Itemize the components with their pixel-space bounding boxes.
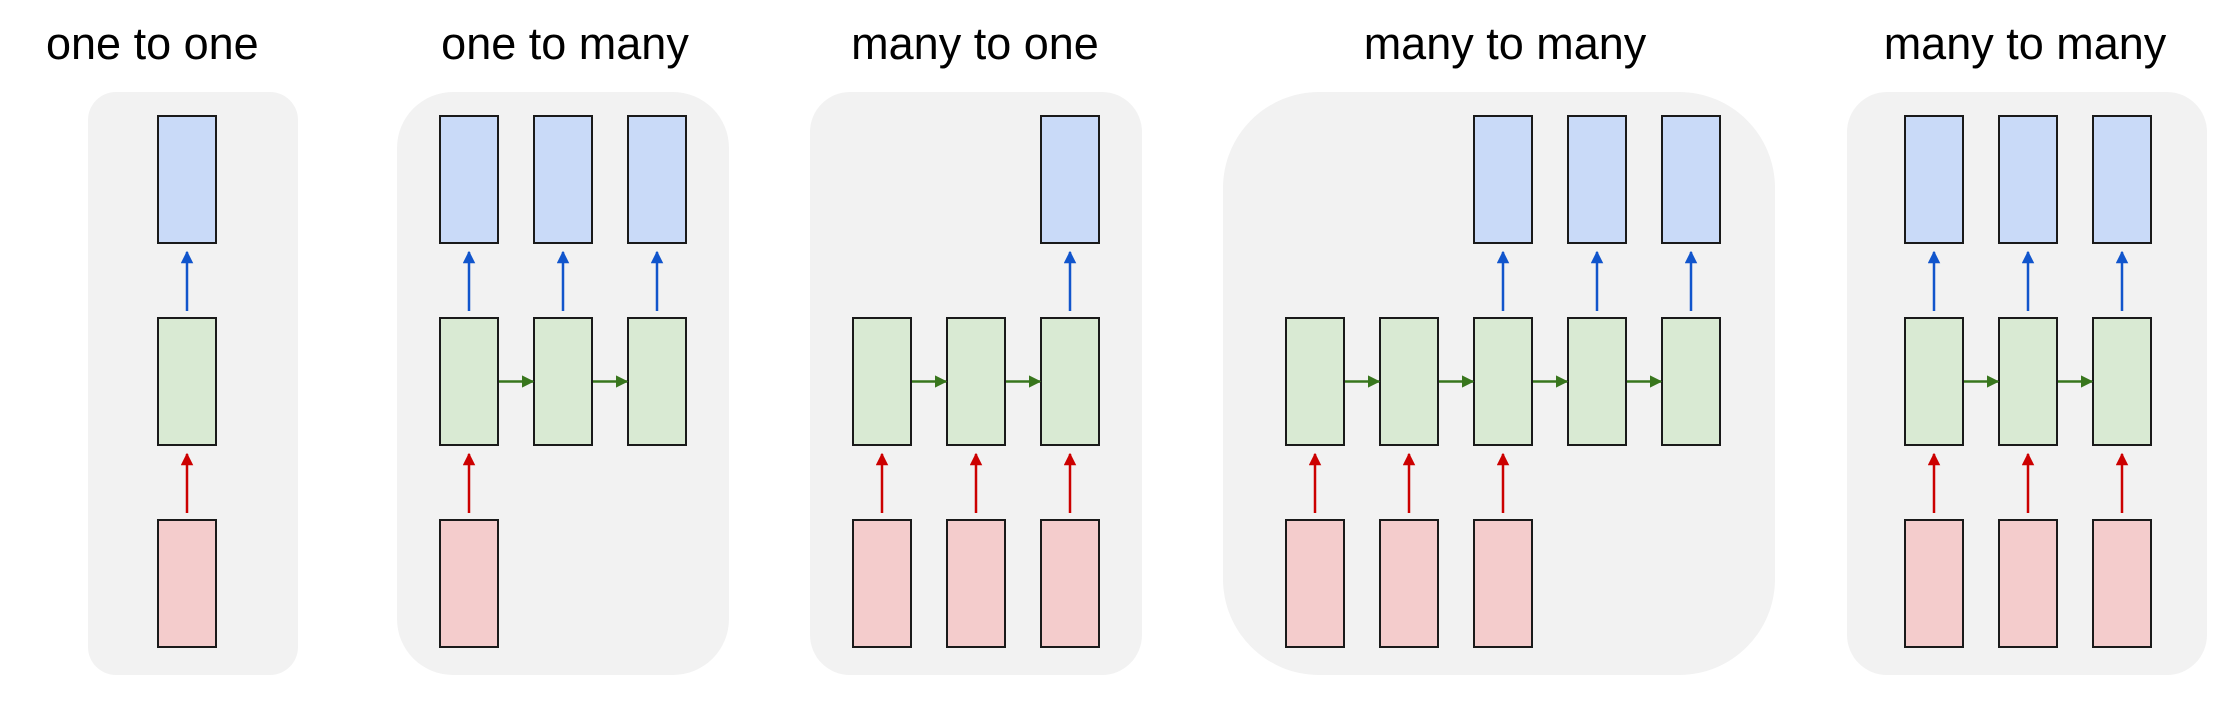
input-box bbox=[1473, 519, 1533, 648]
output-box bbox=[2092, 115, 2152, 244]
output-box bbox=[1661, 115, 1721, 244]
output-box bbox=[1040, 115, 1100, 244]
output-box bbox=[1567, 115, 1627, 244]
input-box bbox=[439, 519, 499, 648]
hidden-state-box bbox=[946, 317, 1006, 446]
input-box bbox=[157, 519, 217, 648]
output-box bbox=[1904, 115, 1964, 244]
hidden-state-box bbox=[1661, 317, 1721, 446]
output-box bbox=[627, 115, 687, 244]
panel-title-many-to-one: many to one bbox=[851, 18, 1099, 69]
output-box bbox=[533, 115, 593, 244]
hidden-state-box bbox=[1379, 317, 1439, 446]
input-box bbox=[1998, 519, 2058, 648]
hidden-state-box bbox=[1473, 317, 1533, 446]
panel-title-many-to-many-synced: many to many bbox=[1883, 18, 2167, 69]
panel-title-one-to-many: one to many bbox=[441, 18, 689, 69]
input-box bbox=[946, 519, 1006, 648]
hidden-state-box bbox=[157, 317, 217, 446]
hidden-state-box bbox=[1040, 317, 1100, 446]
hidden-state-box bbox=[2092, 317, 2152, 446]
output-box bbox=[1998, 115, 2058, 244]
input-box bbox=[1904, 519, 1964, 648]
output-box bbox=[1473, 115, 1533, 244]
hidden-state-box bbox=[439, 317, 499, 446]
input-box bbox=[1379, 519, 1439, 648]
hidden-state-box bbox=[1904, 317, 1964, 446]
input-box bbox=[852, 519, 912, 648]
hidden-state-box bbox=[1998, 317, 2058, 446]
input-box bbox=[1040, 519, 1100, 648]
output-box bbox=[157, 115, 217, 244]
hidden-state-box bbox=[533, 317, 593, 446]
hidden-state-box bbox=[627, 317, 687, 446]
input-box bbox=[1285, 519, 1345, 648]
hidden-state-box bbox=[1285, 317, 1345, 446]
panel-title-many-to-many-delayed: many to many bbox=[1363, 18, 1647, 69]
panel-title-one-to-one: one to one bbox=[46, 18, 259, 69]
hidden-state-box bbox=[852, 317, 912, 446]
output-box bbox=[439, 115, 499, 244]
hidden-state-box bbox=[1567, 317, 1627, 446]
input-box bbox=[2092, 519, 2152, 648]
